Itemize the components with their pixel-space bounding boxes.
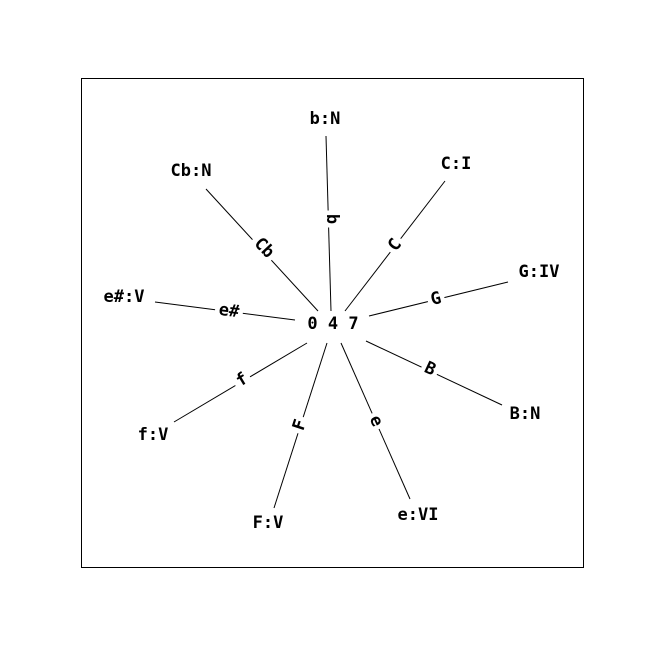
edge-label-group-9: Cb: [247, 230, 281, 266]
edge-label: G: [429, 288, 444, 310]
edge-label-background: [363, 409, 389, 433]
edge-label-group-5: e: [363, 409, 389, 433]
node-label: e:VI: [398, 505, 439, 525]
center-node-label: 0 4 7: [307, 314, 358, 334]
edge-label: e#: [218, 300, 242, 322]
edge-label-background: [247, 230, 281, 266]
node-label: e#:V: [104, 287, 145, 307]
node-label: Cb:N: [171, 161, 212, 181]
edge-label-background: [213, 299, 245, 323]
node-label: C:I: [441, 154, 472, 174]
edge-label-background: [287, 413, 313, 437]
edge-label: Cb: [250, 234, 279, 263]
edge-label-background: [381, 232, 409, 258]
plot-frame: [81, 78, 584, 568]
node-label: G:IV: [519, 262, 560, 282]
node-label: F:V: [253, 513, 284, 533]
edge-label-group-2: C: [381, 232, 409, 258]
node-label: b:N: [310, 109, 341, 129]
edge-label-background: [425, 287, 447, 311]
edge-label-group-1: b: [322, 210, 342, 228]
edge-label-group-3: G: [425, 287, 447, 311]
node-label: B:N: [510, 404, 541, 424]
edge-label-group-6: F: [287, 413, 313, 437]
edge-label-background: [418, 356, 442, 382]
edge-label-background: [322, 210, 342, 228]
edge-label: b: [322, 214, 342, 224]
edge-label-background: [229, 367, 255, 393]
labels-layer: b b:N C C:I G G:IV B B:N e e:VI F F:V f f:V e# e#:V Cb Cb…: [104, 109, 560, 533]
edge-label-group-7: f: [229, 367, 255, 393]
edge-label-group-8: e#: [213, 299, 245, 323]
node-label: f:V: [138, 425, 169, 445]
edge-label-group-4: B: [418, 356, 442, 382]
